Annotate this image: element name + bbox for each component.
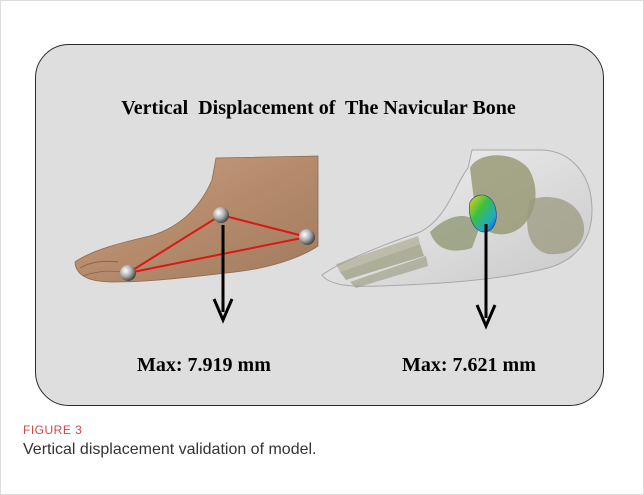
left-max-value: Max: 7.919 mm [137,354,271,377]
marker-heel [299,229,315,245]
figure-title: Vertical Displacement of The Navicular B… [35,97,602,120]
figure-caption: Vertical displacement validation of mode… [23,441,317,459]
marker-toe [120,265,136,281]
right-max-value: Max: 7.621 mm [402,354,536,377]
marker-navicular [213,207,229,223]
foot-bone-model [322,150,592,288]
figure-number: FIGURE 3 [23,423,82,437]
foot-photo [75,156,318,282]
